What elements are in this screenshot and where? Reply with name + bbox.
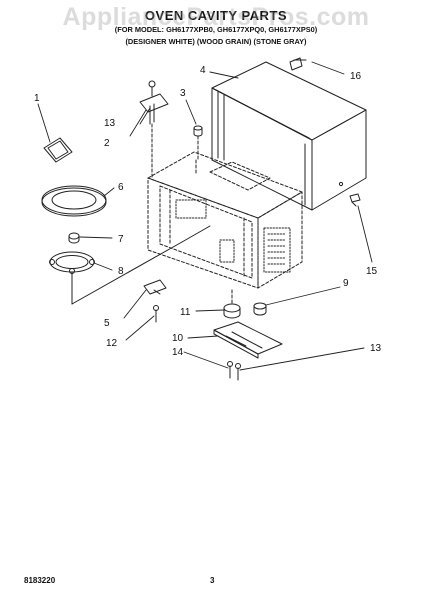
- callout-4: 4: [200, 65, 206, 76]
- part-9-foot: [253, 302, 267, 316]
- callout-leaders: [37, 61, 373, 371]
- assembly-leader-lines: [71, 225, 211, 305]
- control-frame: [175, 199, 291, 273]
- callout-2: 2: [104, 138, 110, 149]
- diagram-title: OVEN CAVITY PARTS: [144, 8, 288, 23]
- callout-7: 7: [118, 234, 124, 245]
- callout-12: 12: [106, 338, 118, 349]
- part-2-bracket: [139, 93, 169, 179]
- callout-6: 6: [118, 182, 124, 193]
- part-5-latch: [143, 279, 167, 295]
- watermark: AppliancePartsPros.com: [62, 3, 370, 31]
- callout-1: 1: [34, 93, 40, 104]
- part-14-screw: [227, 361, 233, 379]
- part-13-screw-top: [148, 80, 156, 97]
- footer-page-number: 3: [210, 576, 215, 585]
- callout-9: 9: [343, 278, 349, 289]
- part-8-roller-ring: [49, 251, 95, 274]
- part-1-cover: [43, 137, 73, 163]
- part-15-screw: [349, 193, 361, 207]
- part-10-bottom-bracket: [213, 321, 283, 359]
- callout-16: 16: [350, 71, 362, 82]
- part-13-screw-bottom: [235, 363, 241, 381]
- outer-cabinet-wrapper: [211, 57, 367, 211]
- callout-14: 14: [172, 347, 184, 358]
- finish-subtitle: (DESIGNER WHITE) (WOOD GRAIN) (STONE GRA…: [125, 37, 307, 46]
- callout-8: 8: [118, 266, 124, 277]
- callout-15: 15: [366, 266, 378, 277]
- part-7-coupler: [68, 232, 80, 244]
- part-12-screw: [153, 305, 159, 323]
- callout-5: 5: [104, 318, 110, 329]
- part-3-guide: [193, 125, 203, 161]
- callout-numbers: 1 2 3 4 5 6 7 8 9 10 11 12 13 13 14 15 1…: [34, 65, 382, 358]
- callout-3: 3: [180, 88, 186, 99]
- model-subtitle: (FOR MODEL: GH6177XPB0, GH6177XPQ0, GH61…: [114, 25, 318, 34]
- footer-part-code: 8183220: [24, 576, 56, 585]
- callout-10: 10: [172, 333, 184, 344]
- part-11-bushing: [223, 289, 241, 319]
- oven-cavity-frame: [147, 151, 303, 289]
- callout-13-top: 13: [104, 118, 116, 129]
- callout-11: 11: [180, 307, 191, 318]
- part-6-turntable-tray: [41, 185, 107, 217]
- callout-13-bottom: 13: [370, 343, 382, 354]
